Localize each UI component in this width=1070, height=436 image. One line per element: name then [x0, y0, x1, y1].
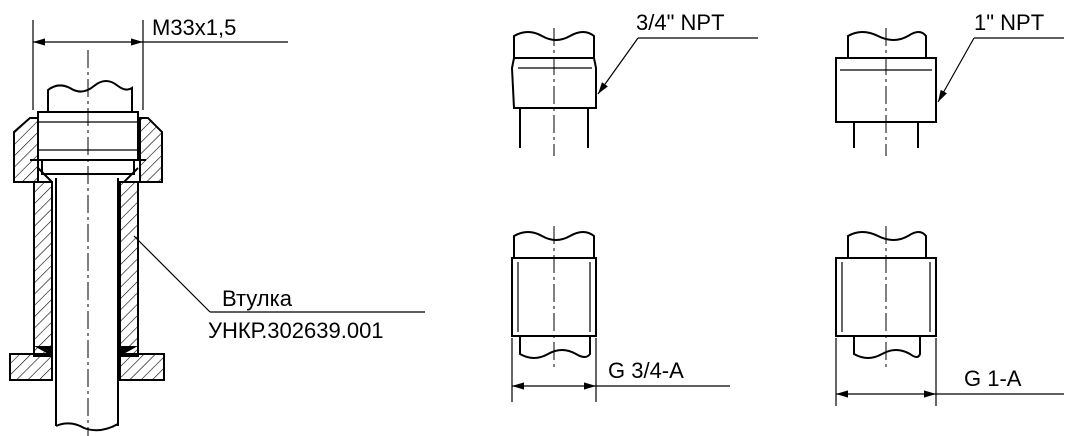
fitting-npt-1: [835, 28, 1064, 156]
label-bushing-code: УНКР.302639.001: [208, 318, 384, 343]
fitting-npt-34: [510, 28, 758, 156]
fitting-g-34: [511, 226, 730, 402]
label-main-thread: M33x1,5: [152, 15, 236, 40]
fitting-g-1: [835, 226, 1064, 406]
label-g-1: G 1-A: [964, 366, 1022, 391]
label-npt-34: 3/4" NPT: [636, 10, 725, 35]
label-g-34: G 3/4-A: [608, 358, 684, 383]
label-bushing-name: Втулка: [222, 286, 293, 311]
sensor-assembly-section: [9, 20, 425, 436]
label-npt-1: 1" NPT: [974, 10, 1044, 35]
